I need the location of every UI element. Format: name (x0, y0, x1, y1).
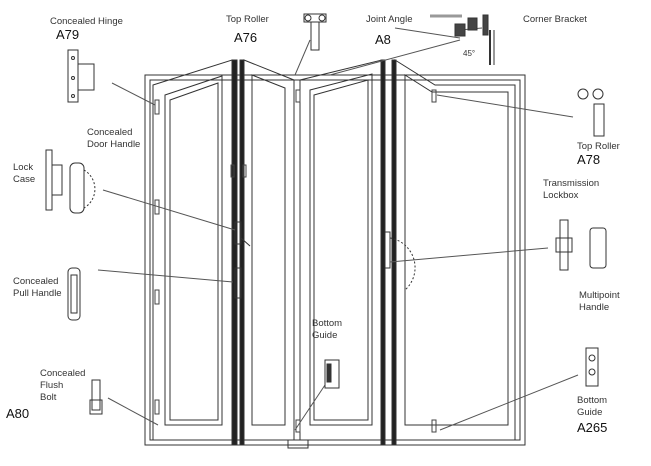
label-concealed-hinge: Concealed Hinge (50, 16, 123, 27)
label-joint-angle: Joint Angle (366, 14, 413, 25)
label-transmission-lockbox: Transmission Lockbox (543, 178, 599, 202)
concealed-hinge-part (67, 49, 95, 103)
code-a80: A80 (6, 406, 30, 421)
label-line: Bottom (577, 395, 608, 406)
bottom-guide-center-part (324, 359, 340, 389)
label-line: Lock (13, 162, 34, 173)
lock-case-part (45, 149, 96, 214)
door-panel-3 (299, 59, 383, 441)
outer-frame (144, 74, 526, 449)
label-multipoint-handle: Multipoint Handle (579, 290, 620, 314)
door-handles (234, 221, 416, 299)
leader-lines (97, 27, 579, 431)
corner-bracket-part (430, 14, 495, 65)
label-line: Multipoint (579, 290, 620, 301)
label-concealed-flush-bolt: Concealed Flush Bolt (40, 368, 85, 404)
label-line: Concealed (87, 127, 133, 138)
code-a79: A79 (56, 27, 80, 42)
label-concealed-pull-handle: Concealed Pull Handle (13, 276, 62, 300)
code-a265: A265 (577, 420, 608, 435)
top-roller-a78-part (577, 88, 605, 137)
code-a8: A8 (375, 32, 391, 47)
label-line: Door Handle (87, 139, 141, 150)
door-panel-1 (152, 59, 233, 441)
label-bottom-guide-center: Bottom Guide (312, 318, 342, 342)
hinge-marks (154, 89, 437, 433)
label-top-roller-right: Top Roller (577, 141, 620, 152)
label-line: Lockbox (543, 190, 579, 201)
transmission-lockbox-part (555, 219, 607, 271)
label-bottom-guide-right: Bottom Guide (577, 395, 607, 419)
bottom-guide-right-part (585, 347, 599, 387)
code-a76: A76 (234, 30, 258, 45)
label-line: Concealed (13, 276, 59, 287)
label-top-roller-left: Top Roller (226, 14, 269, 25)
label-lock-case: Lock Case (13, 162, 35, 186)
flush-bolt-part (89, 379, 103, 415)
door-panel-4 (380, 59, 516, 446)
label-line: Bottom (312, 318, 343, 329)
label-45-degree: 45° (463, 49, 476, 58)
label-concealed-door-handle: Concealed Door Handle (87, 127, 140, 151)
label-line: Guide (577, 407, 603, 418)
top-roller-a76-part (303, 13, 327, 51)
label-line: Flush (40, 380, 64, 391)
label-line: Case (13, 174, 36, 185)
label-corner-bracket: Corner Bracket (523, 14, 587, 25)
label-line: Guide (312, 330, 338, 341)
label-line: Bolt (40, 392, 57, 403)
label-line: Pull Handle (13, 288, 62, 299)
label-line: Concealed (40, 368, 86, 379)
door-panel-2 (231, 59, 295, 446)
label-line: Handle (579, 302, 610, 313)
pull-handle-part (67, 267, 81, 321)
code-a78: A78 (577, 152, 601, 167)
label-line: Transmission (543, 178, 600, 189)
